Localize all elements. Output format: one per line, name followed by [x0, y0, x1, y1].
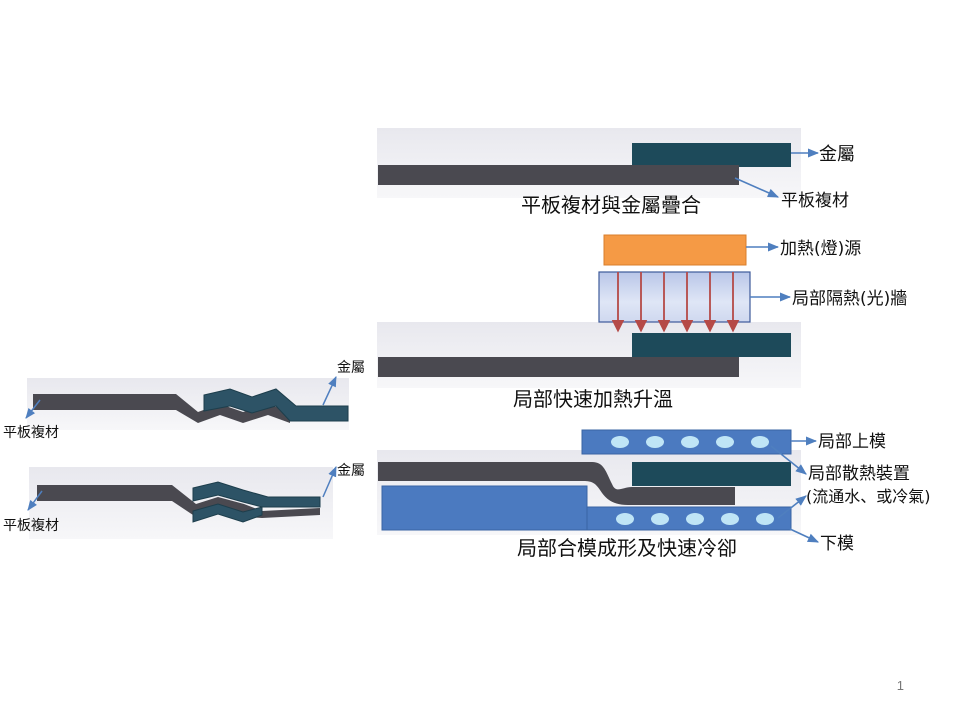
- step1-sheet-label: 平板複材: [781, 191, 849, 211]
- coolant-channel: [651, 513, 669, 525]
- wall-label: 局部隔熱(光)牆: [792, 289, 907, 309]
- lower-die-leader: [789, 528, 820, 543]
- lower-coolant-channels: [616, 513, 774, 525]
- result-a-sheet-label: 平板複材: [3, 424, 59, 441]
- coolant-channel: [686, 513, 704, 525]
- result-a-metal-leader: [322, 376, 337, 406]
- heater-block: [603, 234, 747, 266]
- result-b-sheet-leader: [27, 490, 43, 511]
- lower-die-label: 下模: [820, 534, 854, 554]
- result-a-panel: 金屬 平板複材: [3, 360, 365, 441]
- step2-metal-block: [632, 333, 791, 357]
- lower-die-left: [381, 485, 588, 531]
- result-a-sheet-leader: [25, 399, 41, 419]
- step3-metal-block: [632, 462, 791, 486]
- coolant-channel: [681, 436, 699, 448]
- step1-metal-block: [632, 143, 791, 167]
- result-b-metal-label: 金屬: [337, 463, 365, 479]
- slide-number: 1: [896, 678, 904, 693]
- result-a-composite-sheet: [33, 394, 290, 423]
- step1-sheet-leader: [734, 177, 780, 198]
- upper-die-label: 局部上模: [818, 432, 886, 452]
- cooling-label-2: (流通水、或冷氣): [806, 487, 931, 506]
- result-b-sheet-label: 平板複材: [3, 517, 59, 534]
- step2-panel: 加熱(燈)源 局部隔熱(光)牆 局部快速加熱升溫: [377, 234, 907, 411]
- step3-panel: 局部上模 局部散熱裝置 (流通水、或冷氣) 下模 局部合模成形及快速冷卻: [377, 429, 931, 560]
- coolant-channel: [721, 513, 739, 525]
- coolant-channel: [611, 436, 629, 448]
- coolant-channel: [616, 513, 634, 525]
- heat-arrows: [611, 272, 740, 333]
- cooling-leader-lower: [777, 495, 807, 519]
- result-b-metal: [192, 481, 321, 508]
- step1-composite-sheet: [378, 165, 739, 185]
- result-b-metal-leader: [322, 466, 337, 498]
- step1-panel: 金屬 平板複材 平板複材與金屬疊合: [377, 128, 855, 217]
- result-b-composite-sheet: [37, 485, 320, 518]
- coolant-channel: [646, 436, 664, 448]
- result-a-metal: [203, 388, 349, 422]
- step3-bent-sheet: [378, 462, 735, 505]
- cooling-label-1: 局部散熱裝置: [808, 464, 910, 484]
- coolant-channel: [756, 513, 774, 525]
- insulation-wall: [598, 271, 751, 323]
- result-b-panel: 金屬 平板複材: [3, 463, 365, 539]
- step1-metal-label: 金屬: [819, 144, 855, 165]
- result-b-lower-wave: [192, 503, 263, 523]
- step3-caption: 局部合模成形及快速冷卻: [517, 536, 737, 560]
- step1-caption: 平板複材與金屬疊合: [521, 193, 701, 217]
- cooling-leader-upper: [770, 445, 807, 475]
- result-a-metal-label: 金屬: [337, 360, 365, 376]
- coolant-channel: [716, 436, 734, 448]
- step2-composite-sheet: [378, 357, 739, 377]
- heater-label: 加熱(燈)源: [780, 239, 861, 259]
- step2-caption: 局部快速加熱升溫: [513, 387, 673, 411]
- upper-coolant-channels: [611, 436, 769, 448]
- coolant-channel: [751, 436, 769, 448]
